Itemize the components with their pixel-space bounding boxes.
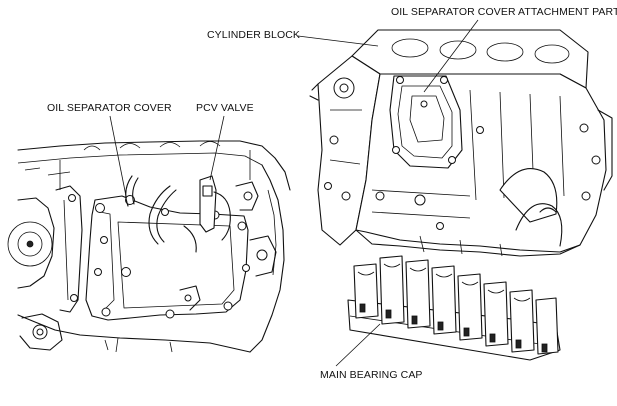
- main-bearing-cap-drawing: [347, 255, 561, 361]
- cylinder-block-drawing: [309, 29, 613, 257]
- oil-separator-cover-label: OIL SEPARATOR COVER: [47, 102, 172, 114]
- pcv-valve-label: PCV VALVE: [196, 102, 254, 114]
- main-bearing-cap-label: MAIN BEARING CAP: [320, 369, 423, 381]
- oil-separator-cover-attachment-part-label: OIL SEPARATOR COVER ATTACHMENT PART: [391, 6, 617, 18]
- leader-lines: [109, 19, 479, 367]
- engine-side-view: [7, 140, 291, 353]
- cylinder-block-label: CYLINDER BLOCK: [207, 29, 301, 41]
